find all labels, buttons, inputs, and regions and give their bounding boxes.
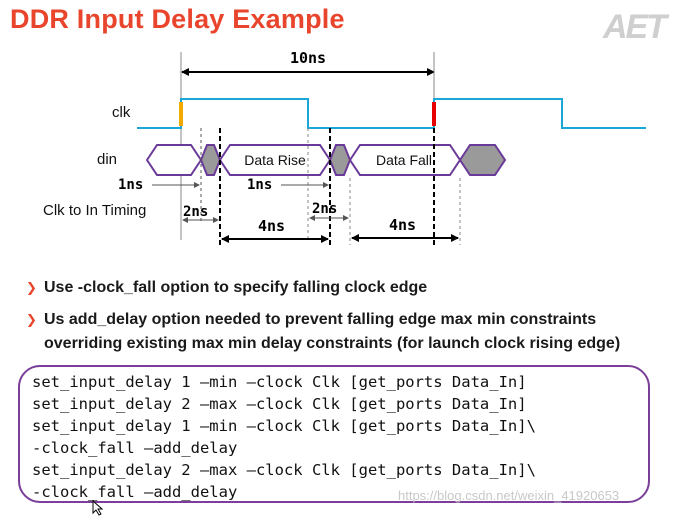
bullet-arrow-icon: ❯: [26, 312, 37, 327]
bullet-text: Us add_delay option needed to prevent fa…: [44, 311, 621, 352]
code-line: set_input_delay 1 –min –clock Clk [get_p…: [32, 373, 527, 391]
bullet-arrow-icon: ❯: [26, 280, 37, 295]
timing-diagram: 10ns clk din Data Rise Data Fall 1ns 1ns: [43, 49, 646, 245]
company-logo: AET: [603, 8, 667, 46]
clk-label: clk: [112, 104, 131, 121]
code-line: set_input_delay 2 –max –clock Clk [get_p…: [32, 461, 536, 479]
data-rise-label: Data Rise: [244, 152, 306, 168]
din-bus-invalid-window: [458, 144, 507, 176]
delay-4ns-label-b: 4ns: [389, 216, 416, 234]
din-bus-segment-prev: [145, 144, 203, 176]
clk-waveform: [137, 98, 646, 129]
din-label: din: [97, 151, 117, 168]
code-line: set_input_delay 2 –max –clock Clk [get_p…: [32, 395, 527, 413]
din-bus-invalid-window: [199, 144, 222, 176]
delay-2ns-label-b: 2ns: [312, 201, 337, 217]
bullet-list: ❯ Use -clock_fall option to specify fall…: [26, 276, 646, 364]
din-bus-invalid-window: [328, 144, 352, 176]
code-line: -clock_fall –add_delay: [32, 483, 238, 501]
timing-label: Clk to In Timing: [43, 202, 146, 219]
code-line: -clock_fall –add_delay: [32, 439, 238, 457]
code-block: set_input_delay 1 –min –clock Clk [get_p…: [18, 365, 650, 503]
delay-1ns-label-b: 1ns: [247, 177, 272, 193]
watermark: https://blog.csdn.net/weixin_41920653: [398, 488, 620, 503]
delay-1ns-label-a: 1ns: [118, 177, 143, 193]
period-label: 10ns: [290, 49, 326, 67]
delay-2ns-label-a: 2ns: [183, 204, 208, 220]
slide-title: DDR Input Delay Example: [10, 4, 345, 34]
bullet-item: ❯ Use -clock_fall option to specify fall…: [26, 276, 646, 300]
code-line: set_input_delay 1 –min –clock Clk [get_p…: [32, 417, 536, 435]
bullet-text: Use -clock_fall option to specify fallin…: [44, 279, 428, 296]
bullet-item: ❯ Us add_delay option needed to prevent …: [26, 308, 646, 356]
mouse-cursor-icon: [92, 500, 104, 516]
data-fall-label: Data Fall: [376, 152, 432, 168]
delay-4ns-label-a: 4ns: [258, 217, 285, 235]
